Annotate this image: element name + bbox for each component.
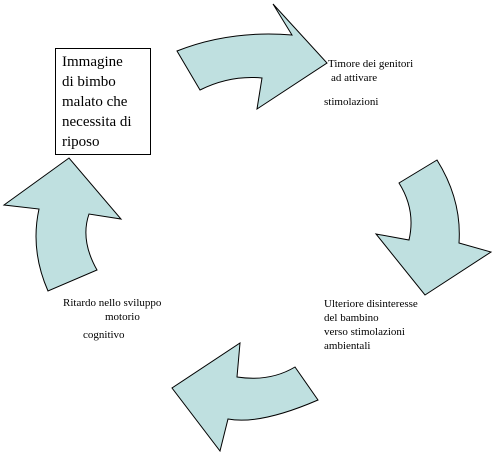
box-line: di bimbo xyxy=(62,74,116,90)
curved-arrow-right-icon xyxy=(374,159,493,296)
start-box: Immagine di bimbo malato che necessita d… xyxy=(55,48,151,155)
curved-arrow-bottom-icon xyxy=(171,342,319,453)
label-right-line: ambientali xyxy=(324,340,371,352)
label-left-line: motorio xyxy=(105,311,140,323)
label-right-line: del bambino xyxy=(324,312,379,324)
box-line: necessita di xyxy=(62,114,132,130)
label-top-line: ad attivare xyxy=(331,72,378,84)
label-left-line: Ritardo nello sviluppo xyxy=(63,297,162,309)
curved-arrow-top-icon xyxy=(176,3,328,111)
label-right-line: verso stimolazioni xyxy=(324,326,405,338)
label-right: Ulteriore disinteresse del bambino verso… xyxy=(324,297,418,353)
label-left: Ritardo nello sviluppo motorio cognitivo xyxy=(63,296,161,342)
curved-arrow-left-icon xyxy=(2,157,123,292)
label-top-line: stimolazioni xyxy=(324,96,379,108)
box-line: riposo xyxy=(62,134,100,150)
label-top-line: Timore dei genitori xyxy=(328,58,414,70)
label-top: Timore dei genitori ad attivare stimolaz… xyxy=(324,57,414,109)
box-line: malato che xyxy=(62,94,128,110)
box-line: Immagine xyxy=(62,54,123,70)
label-right-line: Ulteriore disinteresse xyxy=(324,298,418,310)
label-left-line: cognitivo xyxy=(83,329,125,341)
